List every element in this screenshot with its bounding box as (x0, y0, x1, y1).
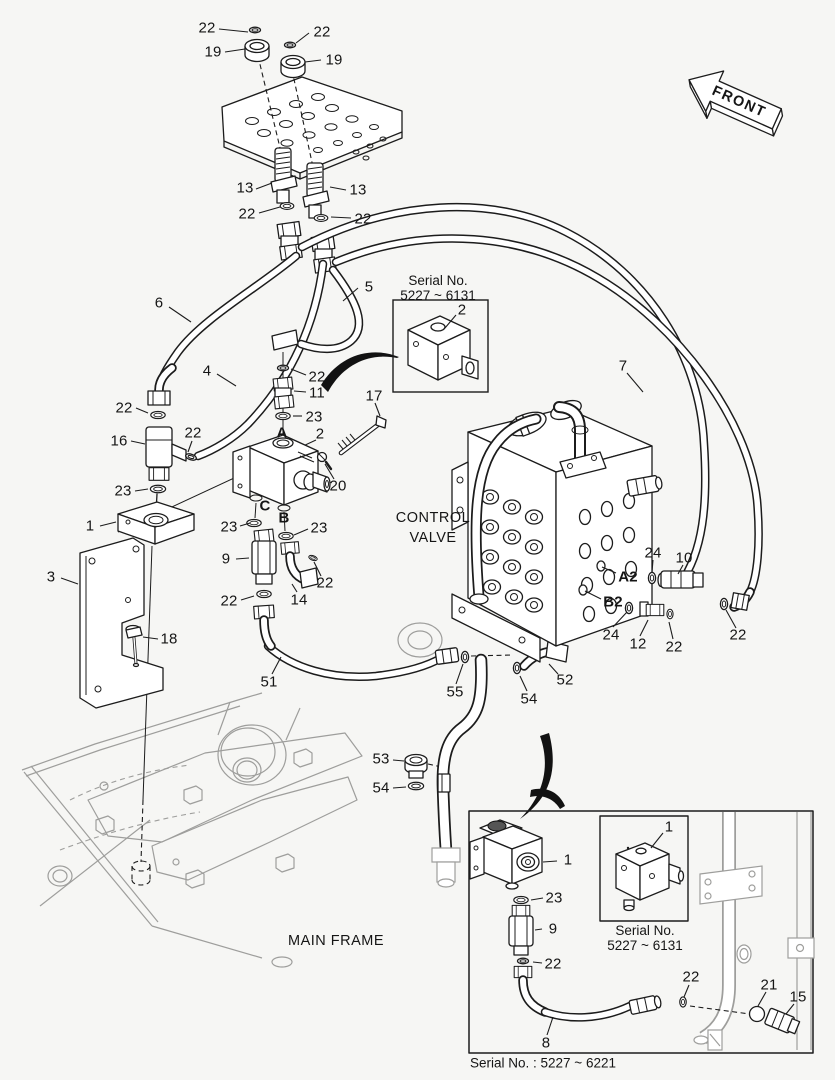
hose-4 (193, 259, 328, 461)
part-label: 11 (309, 384, 325, 402)
part-label: 23 (114, 482, 132, 500)
part-label: 3 (46, 568, 56, 586)
right-fittings (624, 570, 755, 620)
cap-19-right (280, 54, 306, 79)
part-label: 7 (618, 357, 628, 375)
part-label: 54 (520, 690, 538, 708)
part-label: 2 (315, 425, 325, 443)
tee-column (145, 363, 198, 513)
part-label: 22 (308, 368, 326, 386)
part-label: 23 (545, 889, 563, 907)
part-label: 51 (260, 673, 278, 691)
part-label: 22 (729, 626, 747, 644)
screw-20 (316, 451, 333, 471)
part-label: 21 (760, 976, 778, 994)
part-label: 22 (316, 574, 334, 592)
front-arrow-icon (688, 70, 784, 137)
suction-pipe (431, 653, 488, 888)
main-frame-art (21, 622, 443, 968)
part-label: 22 (354, 210, 372, 228)
hoses (154, 202, 763, 681)
serial-note-inset: Serial No.5227 ~ 6131 (607, 922, 683, 954)
part-label: 53 (372, 750, 390, 768)
part-label: 1 (664, 818, 674, 836)
inset-box (468, 810, 815, 1054)
part-label: 1 (85, 517, 95, 535)
cap-19-left (244, 38, 270, 63)
part-label: 1 (563, 851, 573, 869)
deck-plate (221, 76, 403, 180)
part-label: C (259, 497, 271, 515)
part-label: 10 (675, 549, 693, 567)
part-label: 18 (160, 630, 178, 648)
part-label: 16 (110, 432, 128, 450)
part-label: 23 (310, 519, 328, 537)
part-label: 23 (305, 408, 323, 426)
pilot-valve-block-2 (232, 329, 333, 651)
part-label: 22 (115, 399, 133, 417)
part-label: 5 (364, 278, 374, 296)
mounting-block-1 (117, 501, 195, 886)
part-label: 24 (602, 626, 620, 644)
valve-9 (251, 528, 277, 585)
part-label: B (278, 509, 290, 527)
plug-15 (764, 1007, 801, 1035)
part-label: 22 (220, 592, 238, 610)
part-label: 8 (541, 1034, 551, 1052)
part-label: 22 (682, 968, 700, 986)
part-label: 2 (457, 301, 467, 319)
check-valve-10 (657, 570, 704, 589)
part-label: 6 (154, 294, 164, 312)
hose-6 (154, 251, 301, 395)
part-label: A2 (618, 568, 638, 586)
part-label: 22 (665, 638, 683, 656)
main-frame-label: MAIN FRAME (287, 933, 385, 949)
bracket-3 (79, 537, 164, 709)
plug-53 (404, 753, 428, 779)
part-label: 22 (544, 955, 562, 973)
part-label: 22 (238, 205, 256, 223)
part-label: 54 (372, 779, 390, 797)
control-valve (451, 399, 663, 663)
part-label: 22 (184, 424, 202, 442)
part-label: 23 (220, 518, 238, 536)
leader-lines (60, 28, 795, 1036)
part-label: 55 (446, 683, 464, 701)
part-label: 22 (313, 23, 331, 41)
bolt-18 (125, 624, 143, 668)
part-label: 13 (236, 179, 254, 197)
hex-fitting-left (276, 220, 303, 261)
serial-note-mid: Serial No.5227 ~ 6131 (400, 272, 476, 304)
part-label: 15 (789, 988, 807, 1006)
stud-13-right (302, 162, 330, 219)
part-label: 19 (325, 51, 343, 69)
swoosh-arrows (321, 352, 565, 819)
serial-box-mid (392, 299, 489, 393)
inset-detail-box (599, 815, 689, 922)
part-label: 22 (198, 19, 216, 37)
inset-valve-9 (508, 904, 534, 956)
part-label: 9 (221, 550, 231, 568)
part-label: 20 (329, 477, 347, 495)
part-label: 17 (365, 387, 383, 405)
part-label: 9 (548, 920, 558, 938)
stud-13-left (270, 147, 298, 204)
part-label: 19 (204, 43, 222, 61)
part-label: 13 (349, 181, 367, 199)
part-label: B2 (603, 593, 623, 611)
inset-caption: Serial No. : 5227 ~ 6221 (470, 1055, 616, 1071)
part-label: 12 (629, 635, 647, 653)
part-label: 24 (644, 544, 662, 562)
inset-valve-1 (469, 819, 543, 890)
part-label: 52 (556, 671, 574, 689)
part-label: 14 (290, 591, 308, 609)
part-label: A (276, 424, 288, 442)
elbow-14 (280, 541, 319, 589)
bolt-17 (337, 415, 387, 456)
part-label: 4 (202, 362, 212, 380)
top-fittings (244, 26, 337, 274)
